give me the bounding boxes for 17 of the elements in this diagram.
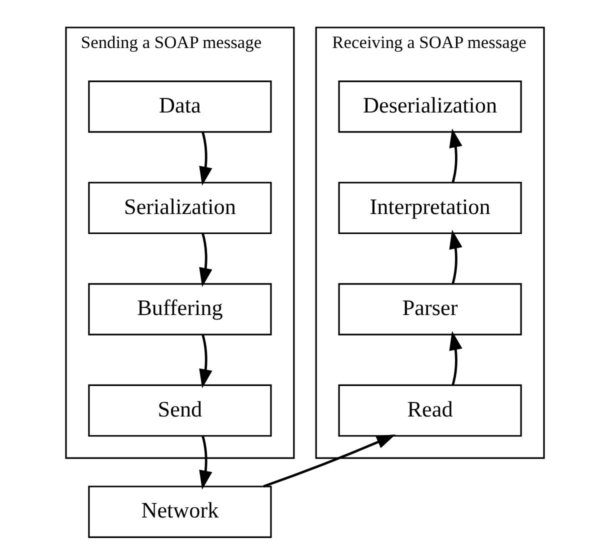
node-box: Data [88,80,272,133]
node-box: Parser [338,283,522,336]
arrow [263,434,396,488]
arrow [199,436,212,490]
node-box: Read [338,384,522,437]
arrow [199,232,212,287]
arrow [199,334,212,388]
arrow [449,230,462,284]
node-box: Send [88,384,272,437]
node-box: Interpretation [338,182,522,234]
node-box: Serialization [88,182,272,234]
arrow [199,132,212,186]
node-box: Buffering [88,283,272,336]
node-box: Deserialization [338,80,522,133]
arrow [449,331,462,386]
arrow [449,128,462,182]
node-box: Network [88,486,272,538]
